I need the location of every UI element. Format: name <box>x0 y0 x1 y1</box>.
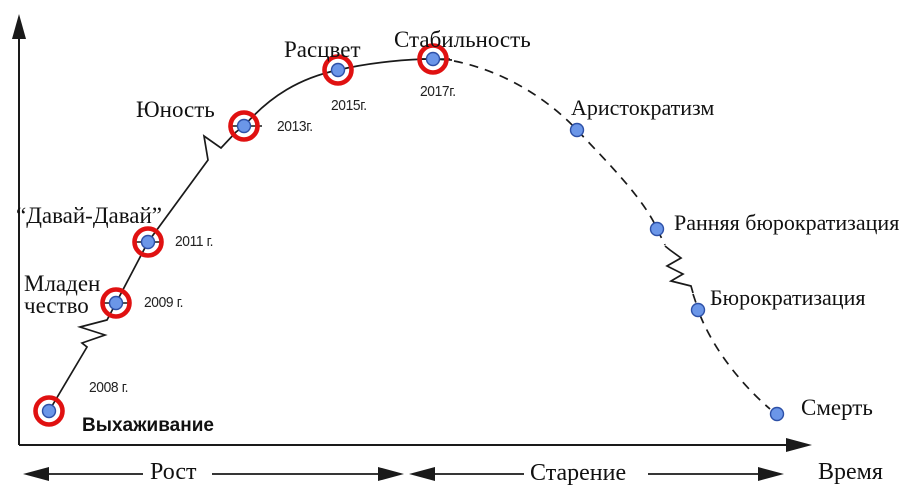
stage-label-death: Смерть <box>801 395 873 420</box>
point-bureaucracy <box>690 302 706 318</box>
stage-label-infancy-line1: Младен <box>24 271 101 296</box>
year-label-2017: 2017г. <box>420 83 456 100</box>
point-aristocracy <box>569 122 585 138</box>
x-axis-arrowhead-icon <box>786 438 812 452</box>
stage-label-prime: Расцвет <box>284 37 361 62</box>
point-adolescence <box>236 118 252 134</box>
aging-arrow-left-icon <box>409 467 435 481</box>
point-gogo <box>140 234 156 250</box>
point-prime <box>330 62 346 78</box>
stage-label-early-bureaucracy: Ранняя бюрократизация <box>674 210 900 235</box>
phase-label-growth: Рост <box>150 459 197 485</box>
highlight-ring-adolescence <box>228 110 260 142</box>
year-label-2009: 2009 г. <box>144 294 184 311</box>
growth-curve <box>48 58 453 412</box>
highlight-ring-infancy <box>100 287 132 319</box>
growth-arrow-right-icon <box>378 467 404 481</box>
highlight-ring-stability <box>417 43 449 75</box>
point-death <box>769 406 785 422</box>
stage-label-aristocracy: Аристократизм <box>571 95 715 120</box>
aging-arrow-right-icon <box>758 467 784 481</box>
aging-curve-middle <box>692 293 698 307</box>
aging-curve-break-zigzag <box>664 245 694 294</box>
phase-label-aging: Старение <box>530 460 627 486</box>
aging-curve-upper <box>453 60 666 246</box>
highlight-ring-prime <box>322 54 354 86</box>
stage-label-gogo: “Давай-Давай” <box>16 203 163 228</box>
y-axis-arrowhead-icon <box>12 14 26 39</box>
stage-label-stability: Стабильность <box>394 27 531 52</box>
year-label-2013: 2013г. <box>277 118 313 135</box>
stage-label-bureaucracy: Бюрократизация <box>710 285 866 310</box>
point-stability <box>425 51 441 67</box>
aging-curve-lower <box>699 314 771 410</box>
time-axis-label: Время <box>818 459 883 485</box>
point-infancy <box>108 295 124 311</box>
point-early-bureaucracy <box>649 221 665 237</box>
highlight-ring-gogo <box>132 226 164 258</box>
growth-arrow-left-icon <box>23 467 49 481</box>
year-label-2008: 2008 г. <box>89 379 129 396</box>
year-label-2015: 2015г. <box>331 97 367 114</box>
stage-label-adolescence: Юность <box>136 97 215 122</box>
highlight-ring-courtship <box>33 395 65 427</box>
stage-label-infancy-line2: чество <box>24 293 89 318</box>
stage-label-courtship: Выхаживание <box>82 415 214 436</box>
point-courtship <box>41 403 57 419</box>
year-label-2011: 2011 г. <box>175 233 214 250</box>
